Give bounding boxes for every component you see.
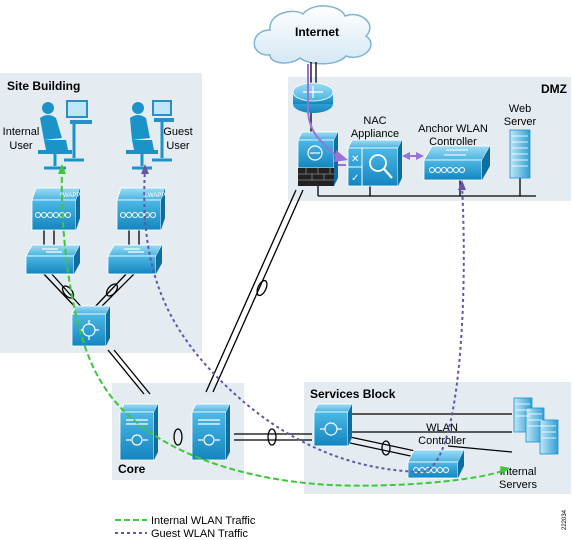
router-icon [292, 82, 334, 113]
wlan-controller-label-line2: Controller [418, 435, 466, 447]
web-server-icon [509, 129, 531, 179]
core-title: Core [118, 462, 146, 476]
nac-appliance-label-line1: NAC [363, 115, 386, 127]
anchor-wlan-controller-label-line2: Controller [429, 136, 477, 148]
nac-appliance-icon: ✕ ✓ [347, 139, 403, 187]
internal-user-icon [38, 100, 92, 170]
internal-user-label-line1: Internal [3, 126, 40, 138]
internal-traffic-arrow-end [500, 466, 510, 474]
core-switch-left-icon [119, 403, 159, 461]
guest-user-icon [126, 100, 174, 170]
access-switch-left-icon [25, 244, 81, 275]
guest-traffic-arrow-top [141, 164, 149, 174]
internal-servers-label-line1: Internal [500, 466, 537, 478]
access-point-internal-icon [31, 187, 81, 231]
lwapp-label-internal: LWAPP [60, 193, 80, 199]
legend-internal-label: Internal WLAN Traffic [151, 515, 256, 527]
internal-user-label-line2: User [9, 140, 33, 152]
guest-user-label-line2: User [166, 140, 190, 152]
guest-wlan-traffic-path [143, 167, 465, 474]
anchor-wlan-controller-icon [423, 145, 491, 181]
internal-servers-icon [513, 397, 559, 455]
nac-traffic-arrows [306, 64, 424, 166]
legend-guest-label: Guest WLAN Traffic [151, 528, 248, 540]
nac-appliance-label-line2: Appliance [351, 128, 399, 140]
internal-wlan-traffic-path [60, 167, 506, 487]
site-building-title: Site Building [7, 79, 80, 93]
dmz-title: DMZ [541, 82, 567, 96]
web-server-label-line1: Web [509, 103, 531, 115]
svg-text:✓: ✓ [351, 173, 359, 184]
etherchannel-markers [61, 279, 391, 456]
lwapp-label-guest: LWAPP [145, 193, 165, 199]
wlan-controller-icon [407, 449, 465, 479]
guest-traffic-arrow-end [458, 180, 466, 190]
web-server-label-line2: Server [504, 116, 537, 128]
anchor-wlan-controller-label-line1: Anchor WLAN [418, 123, 488, 135]
internal-servers-label-line2: Servers [499, 479, 537, 491]
network-links [41, 62, 536, 459]
internet-cloud-icon [253, 5, 372, 65]
wlan-controller-label-line1: WLAN [426, 422, 458, 434]
internal-traffic-arrow-top [58, 164, 66, 174]
svg-text:✕: ✕ [351, 154, 359, 165]
core-switch-right-icon [191, 403, 231, 461]
services-block-title: Services Block [310, 387, 396, 401]
firewall-icon [297, 131, 339, 186]
access-point-guest-icon [116, 187, 166, 231]
services-switch-icon [313, 403, 353, 447]
distribution-switch-icon [71, 305, 111, 347]
guest-user-label-line1: Guest [163, 126, 192, 138]
figure-id: 222034 [562, 509, 568, 530]
internet-label: Internet [295, 25, 339, 39]
